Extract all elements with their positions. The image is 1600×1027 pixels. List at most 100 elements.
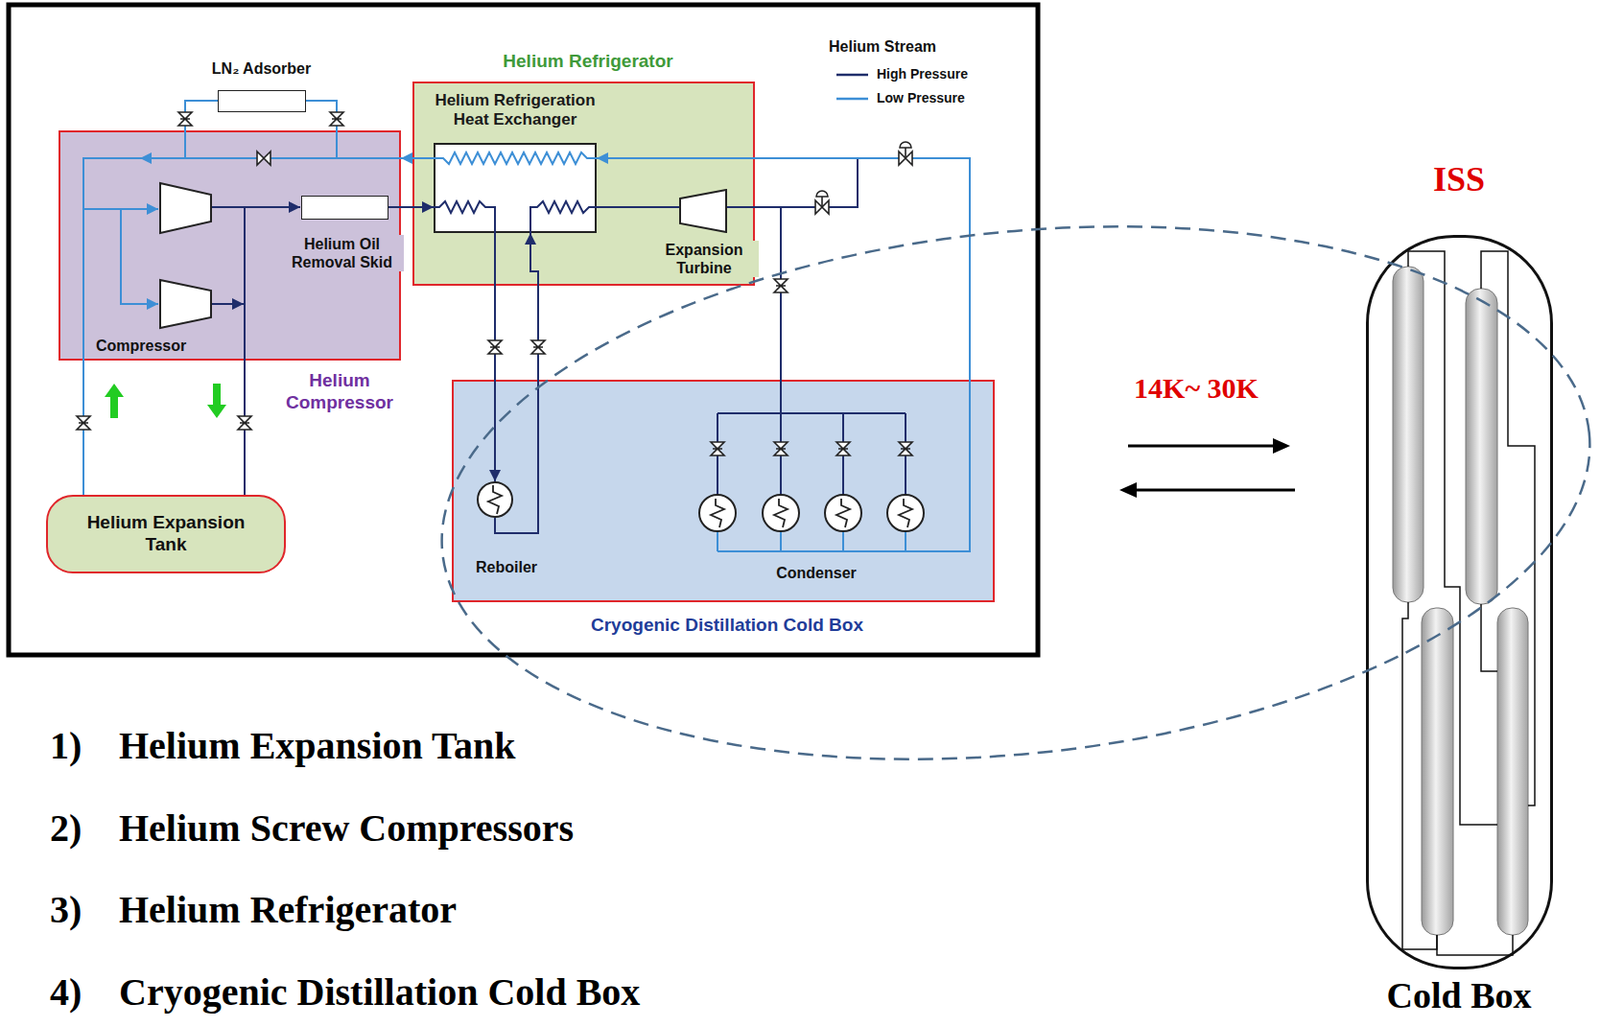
symbol-group: [76, 112, 1600, 956]
legend-text: Low Pressure: [874, 90, 967, 106]
exchanger-coil: [433, 201, 495, 234]
coil-symbol: [898, 498, 913, 528]
iss-cold-box: ISSCold Box: [1365, 235, 1553, 970]
suction-pipe: [83, 208, 159, 211]
condenser-circle: [824, 494, 862, 532]
turbine-bypass-pipe: [780, 159, 858, 208]
valve-symbol: [257, 151, 271, 165]
component-label: LN₂ Adsorber: [210, 59, 313, 78]
condenser-circle: [887, 494, 924, 532]
region-title: Cryogenic Distillation Cold Box: [588, 614, 866, 637]
turbine-outline: [680, 189, 727, 233]
compressor-symbol: [160, 183, 212, 234]
list-number: 2): [47, 806, 84, 851]
condenser-outlet: [842, 531, 845, 552]
list-item: Helium Screw Compressors: [117, 806, 576, 851]
condenser-feed: [904, 413, 907, 495]
list-number: 4): [47, 970, 84, 1015]
column-pipe: [1481, 604, 1498, 672]
exchange-arrow: [1133, 489, 1295, 493]
system-title: ISS: [1431, 159, 1487, 201]
list-number: 1): [47, 724, 84, 769]
exchanger-coil: [433, 152, 597, 165]
adsorber-box: LN₂ Adsorber: [217, 90, 306, 113]
column-pipe: [1402, 602, 1437, 950]
compressor-region: Helium Oil Removal SkidHelium Compressor: [58, 130, 401, 361]
valve-symbol: [76, 416, 91, 430]
diagram-frame: [8, 4, 1038, 656]
list-item: Helium Expansion Tank: [117, 724, 518, 769]
pipe-connector: [305, 100, 337, 131]
pipe-connector: [185, 100, 218, 131]
condenser-feed: [716, 413, 719, 495]
condenser-header: [717, 412, 906, 415]
legend-title: Helium Stream: [826, 38, 939, 56]
exchange-arrow: [1128, 445, 1276, 448]
valve-symbol: [774, 279, 788, 293]
suction-pipe: [120, 209, 159, 305]
adsorber-pipe: [184, 130, 187, 159]
discharge-pipe: [243, 207, 246, 361]
component-label: Condenser: [774, 564, 859, 583]
list-item: Cryogenic Distillation Cold Box: [117, 970, 642, 1015]
adsorber-pipe: [335, 130, 338, 159]
expansion-tank: Helium Expansion Tank: [46, 494, 286, 574]
component-label: Reboiler: [473, 558, 540, 577]
valve-symbol: [710, 442, 725, 456]
distillation-column: [1421, 608, 1454, 936]
condenser-outlet: [779, 531, 782, 552]
valve-symbol: [898, 151, 913, 165]
condenser-feed: [842, 413, 845, 495]
tank-label: Helium Expansion Tank: [63, 512, 269, 557]
legend-line-sample: [836, 73, 869, 77]
low-pressure-pipe: [83, 158, 401, 361]
valve-symbol: [531, 340, 545, 354]
system-caption: Cold Box: [1385, 974, 1534, 1019]
pipe-connector: [243, 360, 246, 495]
temperature-range: 14K~ 30K: [1131, 372, 1261, 406]
list-number: 3): [47, 888, 84, 933]
turbine-symbol: [679, 188, 728, 234]
valve-symbol: [836, 442, 850, 456]
pipe-connector: [727, 207, 781, 414]
condenser-circle: [762, 494, 800, 532]
valve-symbol: [237, 416, 252, 430]
condenser-outlet: [716, 531, 719, 552]
oil-removal-skid: Helium Oil Removal Skid: [301, 195, 389, 220]
column-pipe: [1408, 251, 1498, 825]
flow-direction-arrow: [207, 383, 227, 419]
pipe-connector: [494, 233, 496, 482]
pipe-connector: [82, 360, 85, 495]
discharge-pipe: [211, 206, 301, 209]
condenser-return: [717, 550, 928, 553]
flow-direction-arrow: [104, 383, 124, 419]
exchange-arrowhead: [1272, 438, 1291, 454]
distillation-column: [1497, 608, 1529, 936]
discharge-pipe: [211, 303, 244, 306]
pipe-connector: [494, 233, 539, 534]
valve-actuator: [816, 190, 828, 208]
distillation-column: [1465, 288, 1498, 605]
list-item: Helium Refrigerator: [117, 888, 459, 933]
legend-text: High Pressure: [874, 66, 970, 82]
component-label: Helium Oil Removal Skid: [280, 235, 404, 272]
valve-symbol: [898, 442, 913, 456]
reboiler-circle: Reboiler: [476, 481, 514, 518]
zoom-ellipse: [415, 173, 1600, 814]
component-label: Helium Refrigeration Heat Exchanger: [417, 91, 613, 131]
refrigerator-region: Helium Refrigeration Heat ExchangerExpan…: [412, 81, 755, 286]
distillation-column: [1392, 266, 1424, 603]
expansion-turbine: Expansion Turbine: [679, 188, 728, 234]
valve-actuator: [899, 141, 912, 159]
heat-exchanger-box: Helium Refrigeration Heat Exchanger: [433, 142, 597, 234]
pipe-group: [83, 74, 928, 552]
valve-symbol: [329, 112, 344, 126]
coil-symbol: [836, 498, 850, 528]
compressor-symbol: [160, 280, 212, 329]
exchanger-coil: [530, 201, 597, 234]
connector-group: [83, 100, 970, 552]
coil-symbol: [710, 498, 725, 528]
legend-line-sample: [836, 97, 869, 101]
coil-symbol: [774, 498, 788, 528]
